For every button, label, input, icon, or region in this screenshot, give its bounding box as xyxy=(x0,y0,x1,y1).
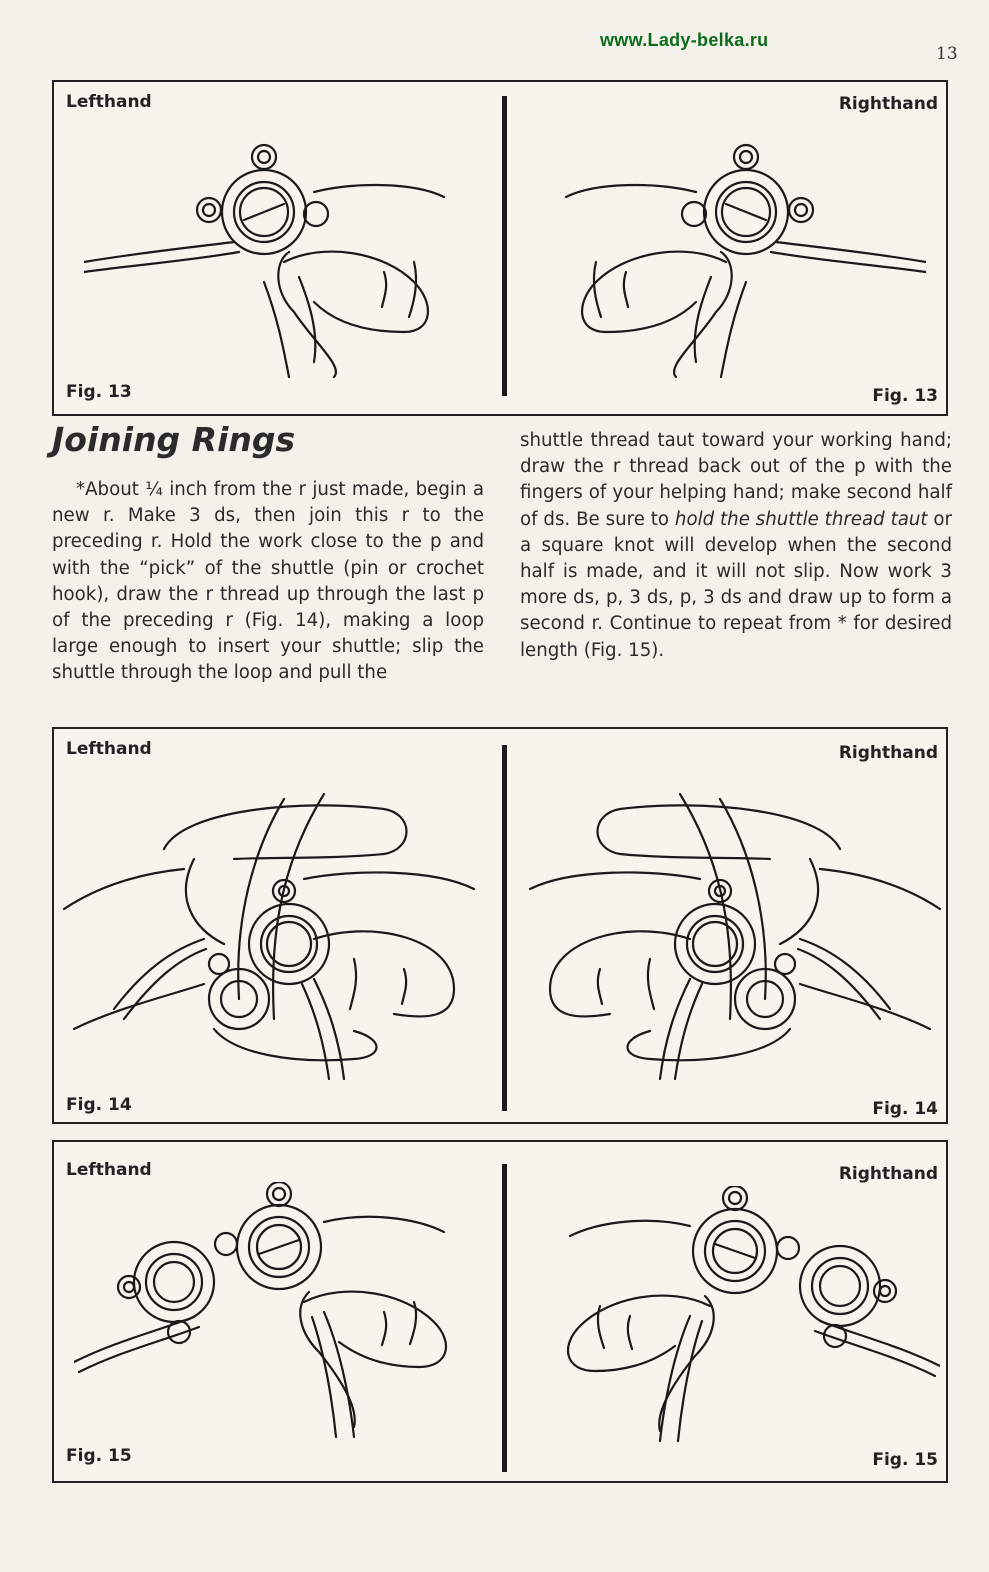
righthand-tatting-illustration xyxy=(528,792,942,1081)
righthand-tatting-illustration xyxy=(564,143,926,379)
fig-caption-left: Fig. 13 xyxy=(66,382,132,402)
section-title: Joining Rings xyxy=(52,420,296,459)
hand-outline xyxy=(564,183,748,379)
page-number: 13 xyxy=(936,44,958,64)
body-text-segment: shuttle thread taut toward your working … xyxy=(520,430,952,530)
thread-lines xyxy=(74,1310,356,1439)
righthand-label: Righthand xyxy=(838,94,938,114)
fig-caption-left: Fig. 15 xyxy=(66,1446,132,1466)
watermark: www.Lady-belka.ru xyxy=(600,30,769,50)
thread-lines xyxy=(84,240,241,274)
hand-outline xyxy=(566,1219,715,1433)
figure-divider xyxy=(502,1164,507,1472)
thread-lines xyxy=(769,240,926,274)
lefthand-tatting-illustration xyxy=(84,143,446,379)
lefthand-label: Lefthand xyxy=(66,92,152,112)
tatting-ring xyxy=(673,878,797,1031)
hand-outline xyxy=(262,183,446,379)
tatting-ring xyxy=(116,1240,216,1345)
body-text-left-column: *About ¼ inch from the r just made, begi… xyxy=(52,479,484,684)
thread-lines xyxy=(658,792,892,1081)
figure-13-panel: Lefthand Righthand Fig. 13 Fig. 13 xyxy=(52,80,948,416)
hand-outline xyxy=(62,804,476,1062)
fig-caption-right: Fig. 13 xyxy=(872,386,938,406)
tatting-ring xyxy=(680,143,815,256)
hand-outline xyxy=(528,804,942,1062)
fig-caption-right: Fig. 15 xyxy=(872,1450,938,1470)
tatting-ring xyxy=(691,1186,801,1295)
lefthand-label: Lefthand xyxy=(66,1160,152,1180)
tatting-ring xyxy=(207,878,331,1031)
tatting-ring xyxy=(798,1244,898,1349)
righthand-tatting-illustration xyxy=(566,1186,940,1443)
hand-outline xyxy=(299,1215,448,1429)
lefthand-tatting-illustration xyxy=(74,1182,448,1439)
righthand-label: Righthand xyxy=(838,743,938,763)
tatting-ring xyxy=(195,143,330,256)
figure-15-panel: Lefthand Righthand Fig. 15 Fig. 15 xyxy=(52,1140,948,1483)
fig-caption-right: Fig. 14 xyxy=(872,1099,938,1119)
body-text-right-column: shuttle thread taut toward your working … xyxy=(520,428,952,664)
figure-14-panel: Lefthand Righthand Fig. 14 Fig. 14 xyxy=(52,727,948,1124)
body-text-segment: or a square knot will develop when the s… xyxy=(520,508,952,661)
thread-lines xyxy=(112,792,346,1081)
figure-divider xyxy=(502,96,507,396)
lefthand-tatting-illustration xyxy=(62,792,476,1081)
thread-lines xyxy=(658,1314,940,1443)
tatting-ring xyxy=(213,1182,323,1291)
fig-caption-left: Fig. 14 xyxy=(66,1095,132,1115)
emphasized-text: hold the shuttle thread taut xyxy=(674,508,928,530)
figure-divider xyxy=(502,745,507,1111)
righthand-label: Righthand xyxy=(838,1164,938,1184)
lefthand-label: Lefthand xyxy=(66,739,152,759)
